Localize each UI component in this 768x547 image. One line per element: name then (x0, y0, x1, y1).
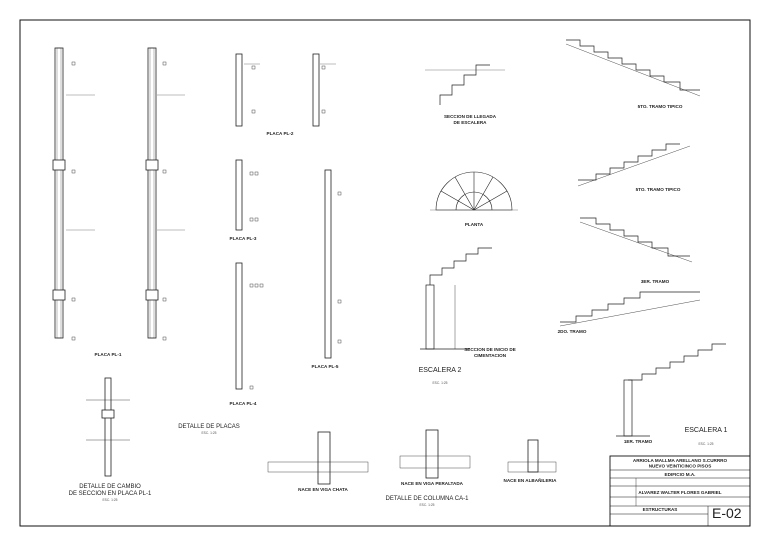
escalera1-title: ESCALERA 1 (685, 427, 728, 434)
sheet-border (19, 19, 751, 527)
seccion-inicio-title-1: SECCION DE INICIO DE (464, 347, 516, 352)
tramo-tipico-1-label: 5TO. TRAMO TIPICO (638, 104, 683, 109)
tramo-1-drawing (565, 39, 701, 97)
tramo-tipico-2-label: 5TO. TRAMO TIPICO (636, 187, 681, 192)
placa-pl3-title: PLACA PL-3 (230, 236, 257, 241)
placa-pl4-drawing (235, 262, 264, 390)
nace-viga-chata-label: NACE EN VIGA CHATA (298, 487, 348, 492)
escalera2-scale: ESC. 1:25 (432, 381, 447, 385)
detalle-columna-scale: ESC. 1:25 (419, 503, 434, 507)
placa-pl2-title: PLACA PL-2 (267, 131, 294, 136)
detalle-placas-scale: ESC. 1:25 (201, 431, 216, 435)
placa-pl4-title: PLACA PL-4 (230, 401, 257, 406)
placa-pl3-drawing (235, 159, 259, 231)
placa-pl1-notes (71, 61, 167, 341)
tramo-1er-label: 1ER. TRAMO (624, 439, 653, 444)
seccion-llegada-title-1: SECCION DE LLEGADA (444, 114, 497, 119)
planta-title: PLANTA (465, 222, 484, 227)
columna-ca1-drawing (267, 429, 557, 485)
placa-pl5-drawing (324, 169, 342, 359)
seccion-inicio-drawing (420, 247, 492, 350)
detalle-columna-title: DETALLE DE COLUMNA CA-1 (386, 496, 470, 502)
detalle-cambio-title-1: DETALLE DE CAMBIO (79, 484, 141, 490)
title-block-location: ESTRUCTURAS (643, 507, 678, 512)
title-block-owner: ARRIOLA MALLMA ARELLANO S.CURRRO (633, 458, 728, 463)
seccion-inicio-title-2: CIMENTACION (474, 353, 507, 358)
seccion-llegada-title-2: DE ESCALERA (454, 120, 488, 125)
tramo-4-drawing (559, 291, 701, 327)
placa-pl5-title: PLACA PL-5 (312, 364, 339, 369)
detalle-cambio-title-2: DE SECCION EN PLACA PL-1 (69, 491, 152, 497)
title-block-engineer: ALVAREZ WALTER FLORES GABRIEL (638, 490, 721, 495)
nace-albanileria-label: NACE EN ALBAÑILERIA (504, 477, 558, 483)
title-block-sheet-name: EDIFICIO M.A. (665, 472, 696, 477)
tramo-5-drawing (616, 343, 726, 437)
placa-pl2-drawing (235, 53, 336, 127)
tramo-2-drawing (577, 143, 691, 187)
escalera2-title: ESCALERA 2 (419, 367, 462, 374)
detalle-cambio-scale: ESC. 1:25 (102, 498, 117, 502)
planta-drawing (430, 171, 518, 211)
escalera1-scale: ESC. 1:25 (698, 442, 713, 446)
tramo-3er-label: 3ER. TRAMO (641, 279, 670, 284)
detalle-placas-title: DETALLE DE PLACAS (178, 424, 240, 430)
seccion-llegada-drawing (425, 64, 505, 105)
detalle-cambio-drawing (86, 377, 130, 477)
tramo-2do-label: 2DO. TRAMO (558, 329, 587, 334)
title-block (609, 455, 751, 527)
sheet-code: E-02 (712, 505, 742, 521)
placa-pl1-title: PLACA PL-1 (95, 352, 122, 357)
placa-pl1-drawing (52, 47, 185, 339)
title-block-project: NUEVO VEINTICINCO PISOS (649, 464, 712, 469)
tramo-3-drawing (579, 217, 693, 263)
nace-viga-peraltada-label: NACE EN VIGA PERALTADA (401, 481, 464, 486)
